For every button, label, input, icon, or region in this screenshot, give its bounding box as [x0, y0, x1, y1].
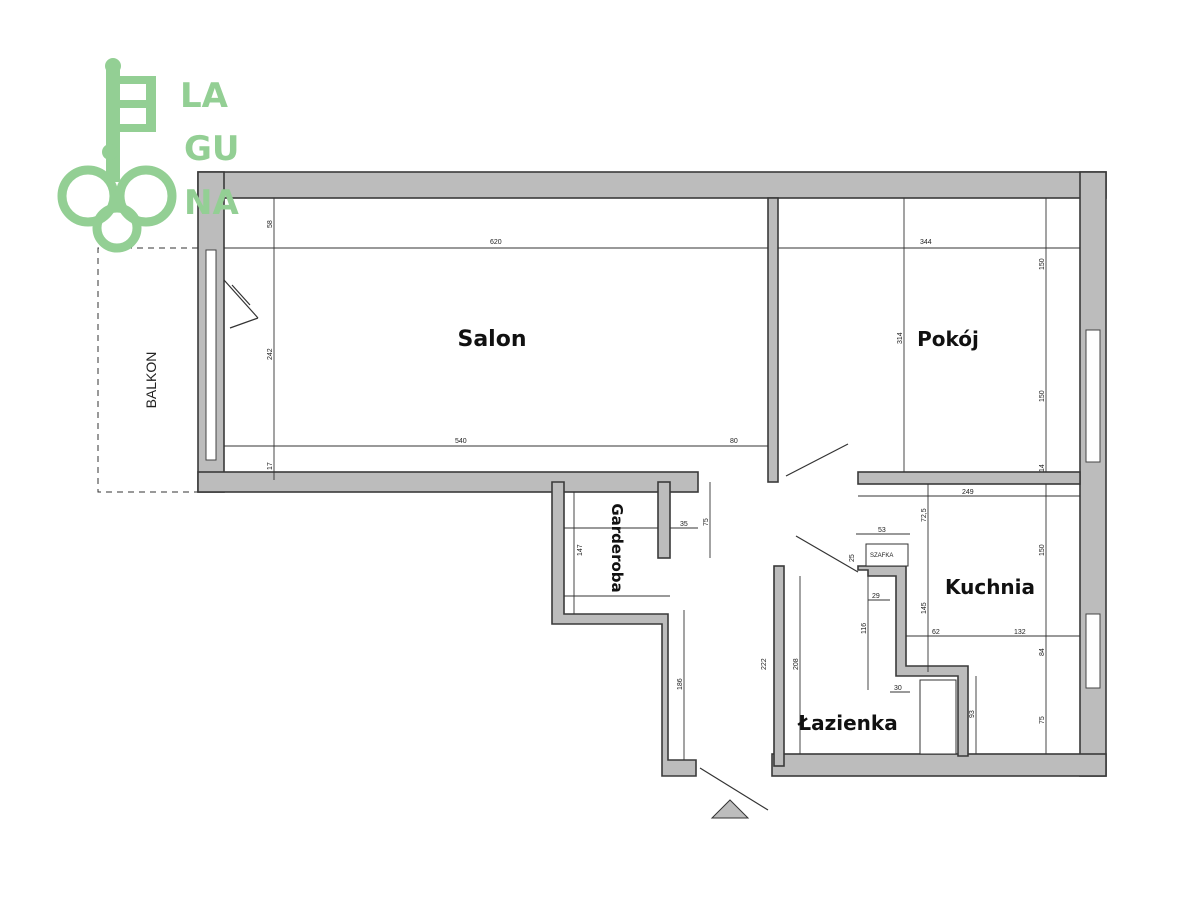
logo-bit-4 — [146, 76, 156, 132]
dim-lazienka-29: 29 — [872, 593, 880, 600]
dim-pokoj-upper: 150 — [1039, 258, 1046, 270]
wall-top — [197, 171, 1107, 199]
entrance-arrow — [710, 799, 750, 819]
window-salon — [205, 249, 217, 461]
dim-kuchnia-84: 84 — [1039, 648, 1046, 656]
logo-loop-bottom — [92, 203, 142, 253]
logo-text-3: NA — [184, 183, 239, 223]
wall-bath-kitchen — [857, 565, 969, 757]
door-pokoj — [785, 443, 849, 477]
wall-bottom-salon — [197, 471, 699, 493]
logo-shaft-top — [105, 58, 121, 74]
dim-salon-height: 242 — [267, 348, 274, 360]
wall-garderoba — [551, 481, 697, 777]
wall-salon-pokoj — [767, 197, 779, 483]
bath-fixture — [919, 679, 957, 755]
dim-salon-bottom-b: 80 — [730, 438, 738, 445]
fixtures: SZAFKA — [865, 543, 957, 755]
dim-kuchnia-width: 249 — [962, 489, 974, 496]
dim-szafka-25: 25 — [849, 554, 856, 562]
szafka-box — [865, 543, 909, 567]
window-kuchnia — [1085, 613, 1101, 689]
dim-kuchnia-62: 62 — [932, 629, 940, 636]
walls — [197, 171, 1107, 777]
door-entrance — [699, 767, 769, 811]
dimension-lines — [224, 198, 1080, 760]
dim-pokoj-bottom: 14 — [1039, 464, 1046, 472]
dim-kuchnia-725: 72,5 — [921, 508, 928, 522]
window-pokoj — [1085, 329, 1101, 463]
szafka-label: SZAFKA — [870, 553, 893, 559]
dim-lazienka-116: 116 — [861, 623, 868, 634]
dim-pokoj-width: 344 — [920, 239, 932, 246]
wall-bottom-kitchen — [771, 753, 1107, 777]
logo-loop-right — [115, 165, 177, 227]
dim-salon-top-gap: 58 — [267, 220, 274, 228]
wall-garderoba-partition — [657, 481, 671, 559]
logo-text-2: GU — [184, 129, 240, 169]
dimension-labels: 620 540 80 242 58 17 344 314 150 150 14 … — [267, 220, 1046, 724]
dim-pokoj-height: 314 — [897, 332, 904, 344]
dim-hall-186: 186 — [677, 678, 684, 690]
logo-loop-left — [57, 165, 119, 227]
dim-kuchnia-75: 75 — [1039, 716, 1046, 724]
dim-lazienka-222: 222 — [761, 658, 768, 670]
balcony-label: BALKON — [143, 352, 159, 409]
lagunia-logo: LA GU NA — [57, 58, 240, 253]
dim-garderoba-147: 147 — [577, 544, 584, 556]
dim-garderoba-75: 75 — [703, 518, 710, 526]
dim-garderoba-35: 35 — [680, 521, 688, 528]
door-balcony-leaf — [229, 284, 259, 329]
logo-bit-1 — [120, 76, 156, 84]
dim-lazienka-208: 208 — [793, 658, 800, 670]
logo-bit-2 — [120, 100, 148, 108]
balcony-outline — [97, 247, 198, 493]
dim-pokoj-lower: 150 — [1039, 390, 1046, 402]
logo-shaft — [106, 70, 120, 182]
dim-salon-bottom-gap: 17 — [267, 462, 274, 470]
dim-kuchnia-right: 150 — [1039, 544, 1046, 556]
logo-bit-3 — [120, 124, 156, 132]
doors — [223, 279, 859, 819]
room-label-pokoj: Pokój — [917, 327, 979, 351]
dim-kuchnia-132: 132 — [1014, 629, 1026, 636]
room-label-garderoba: Garderoba — [608, 503, 626, 592]
wall-pokoj-bottom — [857, 471, 1081, 485]
windows — [205, 249, 1101, 689]
dim-lazienka-30: 30 — [894, 685, 902, 692]
room-labels: Salon Pokój Kuchnia Łazienka Garderoba — [457, 327, 1035, 735]
room-label-salon: Salon — [457, 327, 526, 352]
logo-shaft-knob — [102, 144, 118, 160]
door-lazienka — [795, 535, 859, 573]
dim-kuchnia-93: 93 — [969, 710, 976, 718]
room-label-kuchnia: Kuchnia — [945, 575, 1035, 599]
logo-text-1: LA — [180, 76, 229, 116]
door-balcony — [223, 279, 259, 319]
room-label-lazienka: Łazienka — [797, 711, 897, 735]
dim-salon-bottom-a: 540 — [455, 438, 467, 445]
dim-kuchnia-145: 145 — [921, 602, 928, 614]
balcony: BALKON — [97, 247, 198, 493]
wall-bath-left — [773, 565, 785, 767]
dim-szafka-53: 53 — [878, 527, 886, 534]
dim-salon-top: 620 — [490, 239, 502, 246]
